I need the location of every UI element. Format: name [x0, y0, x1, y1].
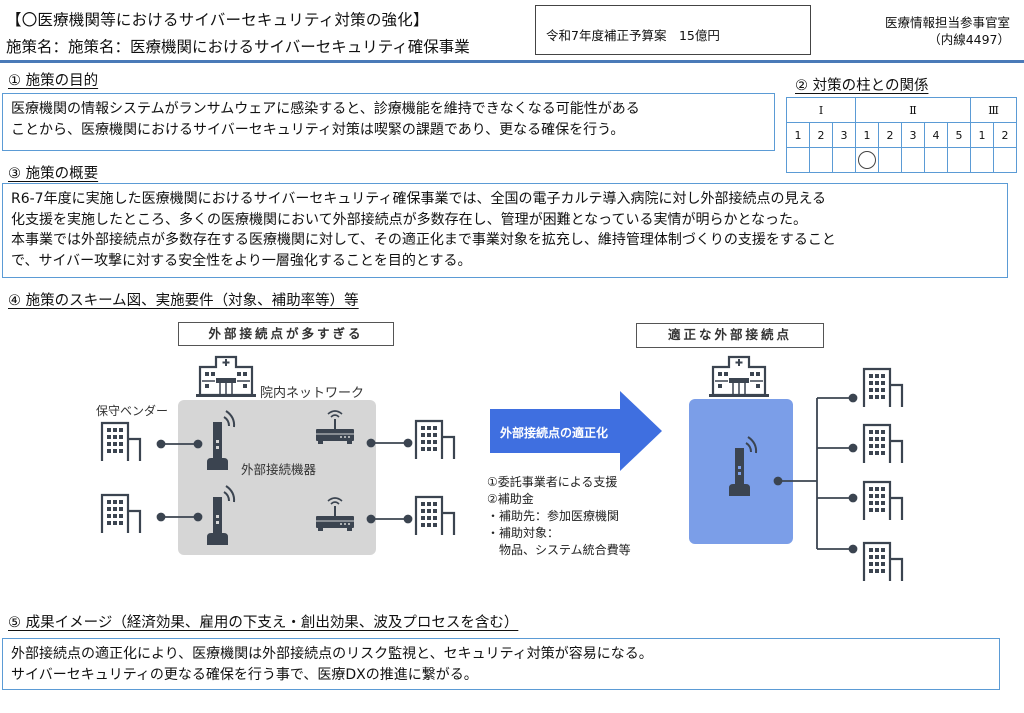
section5-line: 外部接続点の適正化により、医療機関は外部接続点のリスク監視と、セキュリティ対策が…	[11, 646, 653, 662]
office-building-icon	[862, 367, 904, 409]
pillar-mark-cell	[855, 147, 879, 173]
pillar-mark-row	[786, 147, 1017, 173]
note-line: ・補助対象：	[487, 526, 560, 540]
office-building-icon	[862, 541, 904, 583]
section3-line: で、サイバー攻撃に対する安全性をより一層強化することを目的とする。	[11, 252, 472, 269]
connection-lines	[156, 438, 413, 524]
office-building-icon	[862, 423, 904, 465]
internal-network-area	[178, 400, 376, 555]
policy-name: 施策名：施策名：医療機関におけるサイバーセキュリティ確保事業	[6, 38, 470, 56]
pillar-mark-cell	[901, 147, 925, 173]
arrow-label: 外部接続点の適正化	[500, 426, 609, 440]
pillar-item: 4	[924, 122, 948, 148]
device-label: 外部接続機器	[241, 462, 317, 477]
section3-heading: ③ 施策の概要	[8, 166, 99, 182]
pillar-item: 2	[878, 122, 902, 148]
office-extension: （内線4497）	[928, 32, 1010, 47]
arrow-right-icon	[490, 391, 662, 471]
pillar-mark-cell	[786, 147, 810, 173]
section3-box: R6-7年度に実施した医療機関におけるサイバーセキュリティ確保事業では、全国の電…	[2, 183, 1008, 278]
note-line: ①委託事業者による支援	[487, 475, 618, 489]
pillar-item: 1	[786, 122, 810, 148]
wireless-access-point-icon	[729, 436, 758, 496]
pillar-table: Ⅰ Ⅱ Ⅲ 1 2 3 1 2 3 4 5 1 2	[786, 97, 1017, 173]
pillar-item-row: 1 2 3 1 2 3 4 5 1 2	[786, 122, 1017, 148]
section3-line: 本事業では外部接続点が多数存在する医療機関に対して、その適正化まで事業対象を拡充…	[11, 232, 836, 248]
section1-line: 医療機関の情報システムがランサムウェアに感染すると、診療機能を維持できなくなる可…	[11, 101, 640, 117]
vendor-label: 保守ベンダー	[96, 404, 169, 418]
section2-heading: ② 対策の柱との関係	[795, 78, 929, 94]
tree-connection-lines	[773, 393, 858, 554]
section3-line: R6-7年度に実施した医療機関におけるサイバーセキュリティ確保事業では、全国の電…	[11, 191, 827, 207]
office-building-icon	[862, 480, 904, 522]
section5-box: 外部接続点の適正化により、医療機関は外部接続点のリスク監視と、セキュリティ対策が…	[2, 638, 1000, 690]
note-line: ・補助先：参加医療機関	[487, 509, 620, 523]
pillar-mark-cell	[878, 147, 902, 173]
section1-heading: ① 施策の目的	[8, 73, 99, 89]
support-notes: ①委託事業者による支援 ②補助金 ・補助先：参加医療機関 ・補助対象： 物品、シ…	[487, 474, 631, 559]
office-info: 医療情報担当参事官室 （内線4497）	[885, 14, 1010, 48]
hospital-icon	[707, 355, 771, 399]
header-divider	[0, 60, 1024, 63]
section5-heading: ⑤ 成果イメージ（経済効果、雇用の下支え・創出効果、波及プロセスを含む）	[8, 615, 519, 631]
budget-amount: 令和7年度補正予算案 15億円	[546, 28, 720, 43]
note-line: ②補助金	[487, 492, 534, 506]
before-title-box: 外部接続点が多すぎる	[178, 322, 394, 346]
section3-line: 化支援を実施したところ、多くの医療機関において外部接続点が多数存在し、管理が困難…	[11, 211, 808, 228]
note-line: 物品、システム統合費等	[487, 543, 631, 557]
pillar-mark-cell	[947, 147, 971, 173]
internal-network-label: 院内ネットワーク	[260, 386, 365, 401]
office-name: 医療情報担当参事官室	[884, 15, 1010, 30]
pillar-group-3: Ⅲ	[970, 97, 1017, 123]
after-title-box: 適正な外部接続点	[636, 323, 824, 348]
pillar-mark-cell	[970, 147, 994, 173]
pillar-mark-cell	[993, 147, 1017, 173]
budget-box: 令和7年度補正予算案 15億円	[535, 5, 811, 55]
section1-box: 医療機関の情報システムがランサムウェアに感染すると、診療機能を維持できなくなる可…	[2, 93, 775, 151]
selected-circle-icon	[858, 151, 876, 169]
section1-line: ことから、医療機関におけるサイバーセキュリティ対策は喫緊の課題であり、更なる確保…	[11, 121, 625, 138]
section4-heading: ④ 施策のスキーム図、実施要件（対象、補助率等）等	[8, 293, 359, 309]
section5-line: サイバーセキュリティの更なる確保を行う事で、医療DXの推進に繋がる。	[11, 666, 478, 683]
document-title: 【〇医療機関等におけるサイバーセキュリティ対策の強化】	[6, 11, 429, 29]
